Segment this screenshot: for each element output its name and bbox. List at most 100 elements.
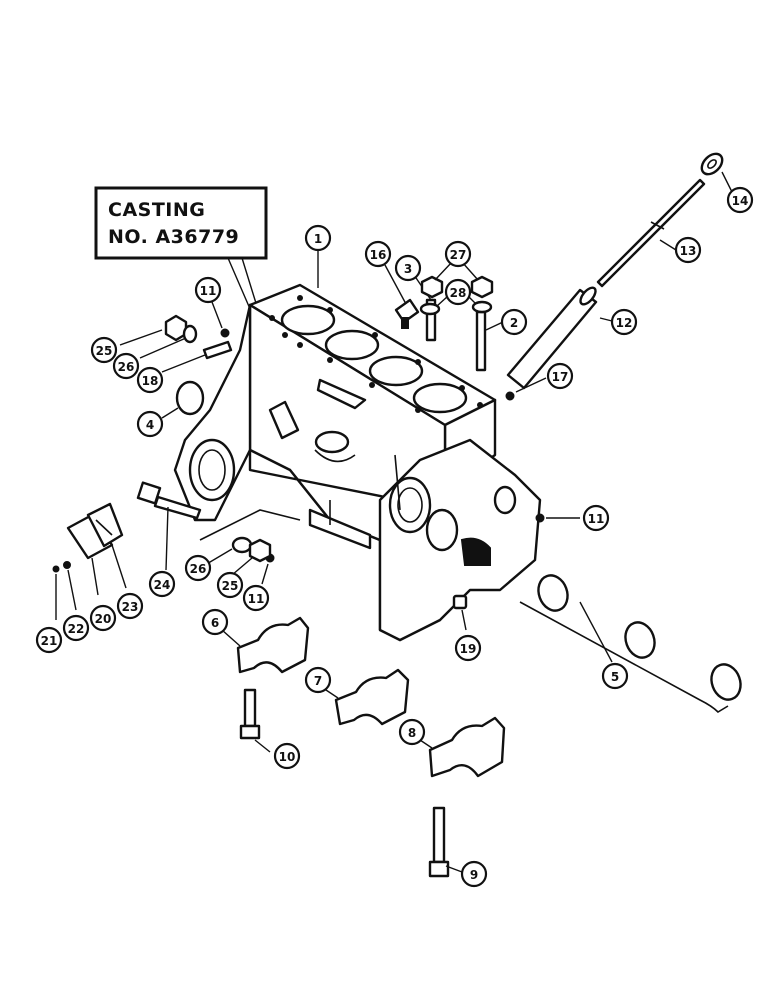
callout-label: 6: [211, 616, 219, 630]
casting-label-line1: CASTING: [108, 199, 205, 221]
callout-c20: 20: [89, 604, 117, 632]
callout-label: 21: [41, 634, 58, 648]
callout-label: 4: [146, 418, 154, 432]
callout-circle: [610, 308, 638, 336]
dipstick-tube: [506, 286, 617, 390]
callout-c5: 5: [601, 662, 629, 690]
callout-c11b: 11: [582, 504, 610, 532]
callout-circle: [201, 608, 229, 636]
callout-circle: [444, 278, 472, 306]
cover-plate-and-gasket: [52, 502, 127, 620]
callout-label: 28: [450, 286, 467, 300]
callout-circle: [242, 584, 270, 612]
callout-c26b: 26: [184, 554, 212, 582]
callout-c19: 19: [454, 634, 482, 662]
callout-label: 20: [95, 612, 112, 626]
callout-circle: [674, 236, 702, 264]
callout-c24: 24: [148, 570, 176, 598]
callout-label: 8: [408, 726, 416, 740]
callout-circle: [500, 308, 528, 336]
callout-circle: [304, 224, 332, 252]
callout-c6: 6: [201, 608, 229, 636]
oil-gallery-fitting: [384, 264, 420, 329]
callout-c25a: 25: [90, 336, 118, 364]
callout-c10: 10: [273, 742, 301, 770]
callout-c18: 18: [136, 366, 164, 394]
callout-circle: [35, 626, 63, 654]
callout-circle: [398, 718, 426, 746]
pipe-plug-17: [505, 377, 547, 401]
callout-c2: 2: [500, 308, 528, 336]
callout-c17: 17: [546, 362, 574, 390]
callout-c21: 21: [35, 626, 63, 654]
callouts: 1234567891011111112131416171819202122232…: [35, 186, 754, 888]
callout-circle: [364, 240, 392, 268]
callout-label: 11: [248, 592, 265, 606]
callout-circle: [136, 410, 164, 438]
callout-label: 12: [616, 316, 633, 330]
callout-label: 10: [279, 750, 296, 764]
callout-circle: [116, 592, 144, 620]
callout-c25b: 25: [216, 571, 244, 599]
callout-circle: [194, 276, 222, 304]
callout-circle: [112, 352, 140, 380]
callout-label: 9: [470, 868, 478, 882]
main-bearing-cap-8: [413, 716, 506, 778]
callout-circle: [136, 366, 164, 394]
callout-label: 5: [611, 670, 619, 684]
callout-label: 23: [122, 600, 139, 614]
callout-label: 17: [552, 370, 569, 384]
callout-label: 26: [190, 562, 207, 576]
callout-c11a: 11: [194, 276, 222, 304]
dipstick: [596, 152, 733, 288]
callout-c3: 3: [394, 254, 422, 282]
callout-label: 25: [96, 344, 113, 358]
dowel-pin: [452, 594, 468, 631]
callout-label: 14: [732, 194, 749, 208]
main-bearing-cap-7: [319, 668, 410, 726]
callout-label: 13: [680, 244, 697, 258]
callout-circle: [444, 240, 472, 268]
callout-label: 3: [404, 262, 412, 276]
expansion-plug-4: [161, 380, 205, 419]
callout-c1: 1: [304, 224, 332, 252]
callout-circle: [394, 254, 422, 282]
callout-c26a: 26: [112, 352, 140, 380]
rear-stud-assembly: [119, 314, 233, 373]
callout-label: 25: [222, 579, 239, 593]
cap-screw-24: [136, 481, 202, 571]
stud-nuts: [420, 261, 494, 299]
camshaft-bearings: [519, 574, 742, 714]
callout-label: 19: [460, 642, 477, 656]
callout-label: 16: [370, 248, 387, 262]
expansion-plug-11: [211, 301, 580, 585]
cylinder-head-stud: [475, 310, 504, 372]
callout-c9: 9: [460, 860, 488, 888]
callout-circle: [89, 604, 117, 632]
callout-circle: [184, 554, 212, 582]
callout-circle: [546, 362, 574, 390]
stud-washers: [419, 295, 493, 316]
callout-c27: 27: [444, 240, 472, 268]
callout-circle: [216, 571, 244, 599]
callout-circle: [582, 504, 610, 532]
callout-c14: 14: [726, 186, 754, 214]
callout-circle: [90, 336, 118, 364]
callout-circle: [273, 742, 301, 770]
callout-label: 11: [588, 512, 605, 526]
main-bearing-bolt-10: [239, 688, 271, 753]
callout-c13: 13: [674, 236, 702, 264]
callout-c12: 12: [610, 308, 638, 336]
callout-c22: 22: [62, 614, 90, 642]
main-bearing-bolt-9: [428, 806, 463, 878]
callout-label: 1: [314, 232, 322, 246]
callout-label: 27: [450, 248, 467, 262]
cylinder-block: [173, 283, 542, 642]
callout-label: 26: [118, 360, 135, 374]
callout-label: 11: [200, 284, 217, 298]
callout-circle: [726, 186, 754, 214]
callout-c4: 4: [136, 410, 164, 438]
callout-label: 24: [154, 578, 171, 592]
casting-label-line2: NO. A36779: [108, 226, 239, 248]
